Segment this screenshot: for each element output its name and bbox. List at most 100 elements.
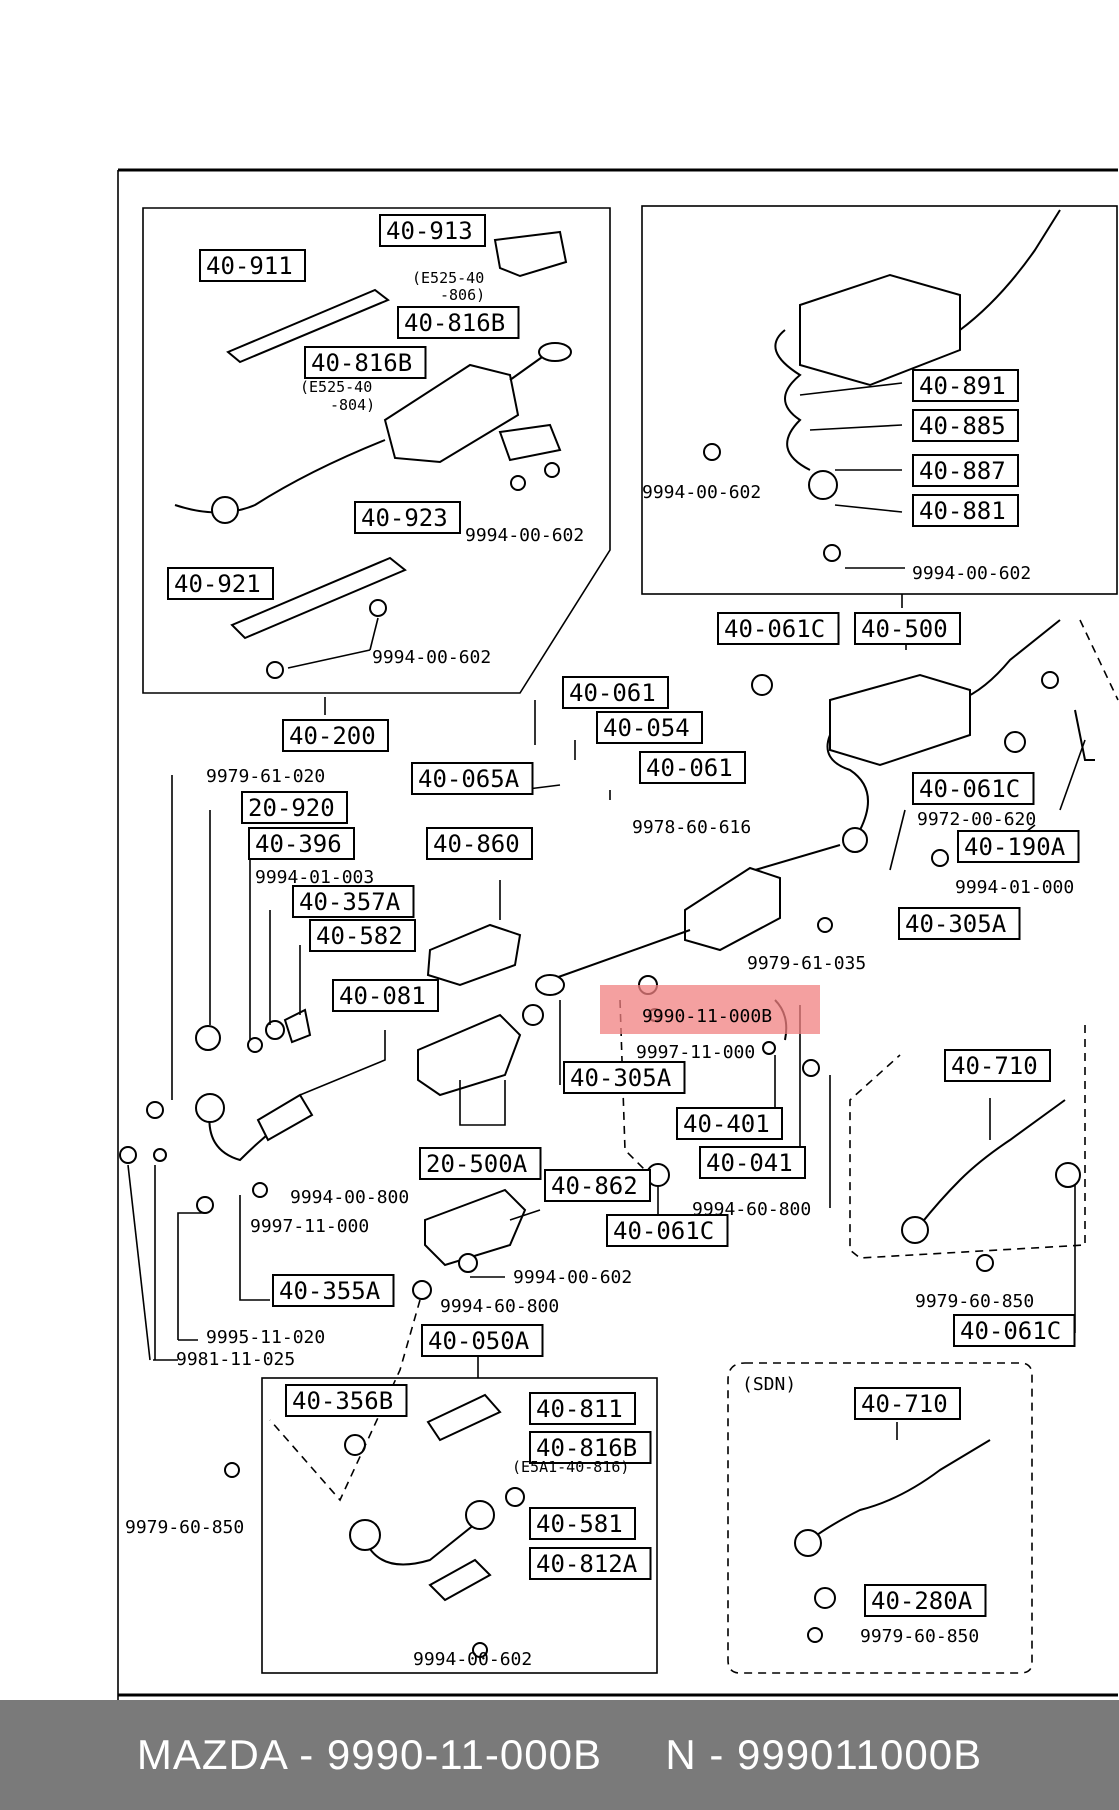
- part-label-text: 40-061: [569, 679, 656, 707]
- part-label-text: 40-581: [536, 1510, 623, 1538]
- part-label-frame: [379, 214, 486, 247]
- rubber-hanger-40-061C: [1055, 1162, 1081, 1188]
- part-label-frame: [912, 409, 1019, 442]
- spring-40-357A: [265, 1020, 285, 1040]
- nut-icon: [510, 475, 526, 491]
- part-label-box: 20-500A: [419, 1147, 542, 1180]
- part-label-box: 40-401: [676, 1107, 783, 1140]
- part-label-frame: [912, 494, 1019, 527]
- pipe-hanger-upper-right: [774, 329, 811, 471]
- part-label-frame: [596, 711, 703, 744]
- part-label-frame: [854, 612, 961, 645]
- part-label-frame: [285, 1384, 408, 1417]
- part-label-box: 40-280A: [864, 1584, 987, 1617]
- part-label-text: 40-190A: [964, 833, 1066, 861]
- part-label-frame: [717, 612, 840, 645]
- heat-shield-40-911: [226, 288, 390, 364]
- part-note: (E5A1-40-816): [512, 1458, 629, 1476]
- exhaust-system-diagram: 40-91340-91140-816B40-816B40-92340-92140…: [117, 168, 1119, 1700]
- flange-muffler-inlet: [842, 827, 868, 853]
- nut-icon: [823, 544, 841, 562]
- part-number-label: 9994-00-602: [513, 1267, 632, 1288]
- part-label-frame: [953, 1314, 1076, 1347]
- part-label-box: 40-811: [529, 1392, 636, 1425]
- part-label-text: 40-355A: [279, 1277, 381, 1305]
- part-label-box: 40-710: [854, 1387, 961, 1420]
- nut-icon: [472, 1642, 488, 1658]
- clamp-40-280A: [814, 1587, 836, 1609]
- catalytic-converter-20-500A: [417, 1013, 522, 1097]
- bolt-icon: [252, 1182, 268, 1198]
- leader-line: [834, 504, 903, 513]
- flange-upper-left-inlet: [211, 496, 239, 524]
- part-label-text: 40-921: [174, 570, 261, 598]
- nut-icon: [196, 1196, 214, 1214]
- rubber-hanger-40-061C: [751, 674, 773, 696]
- leader-line: [239, 1195, 270, 1301]
- part-label-frame: [304, 346, 427, 379]
- part-label-frame: [912, 369, 1019, 402]
- flange-40-050A: [349, 1519, 381, 1551]
- part-number-label: 9995-11-020: [206, 1327, 325, 1348]
- spring-40-582: [283, 1008, 312, 1044]
- part-number-label: 9994-60-800: [692, 1199, 811, 1220]
- catalytic-converter-40-862: [424, 1188, 527, 1267]
- part-label-text: 40-061: [646, 754, 733, 782]
- part-label-frame: [411, 762, 534, 795]
- leader-line: [287, 649, 371, 669]
- dashed-leader: [269, 1299, 421, 1502]
- part-label-box: 40-065A: [411, 762, 534, 795]
- part-label-box: 40-061C: [953, 1314, 1076, 1347]
- part-number-label: 9994-00-602: [912, 563, 1031, 584]
- bolt-icon: [976, 1254, 994, 1272]
- part-number-label: 9994-00-602: [642, 482, 761, 503]
- nut-icon: [931, 849, 949, 867]
- part-note: (E525-40: [412, 269, 484, 287]
- part-number-label: 9979-60-850: [125, 1517, 244, 1538]
- part-label-box: 40-355A: [272, 1274, 395, 1307]
- dashed-leader: [619, 999, 651, 1176]
- part-label-box: 40-923: [354, 501, 461, 534]
- part-number-label: 9979-61-020: [206, 766, 325, 787]
- part-label-box: 40-061: [562, 676, 669, 709]
- washer-40-396: [247, 1037, 263, 1053]
- part-label-box: 40-357A: [292, 885, 415, 918]
- part-label-box: 40-190A: [957, 830, 1080, 863]
- part-label-box: 40-305A: [563, 1061, 686, 1094]
- nut-icon: [703, 443, 721, 461]
- part-note: -804): [330, 396, 375, 414]
- gasket-40-581: [505, 1487, 525, 1507]
- part-label-box: 40-913: [379, 214, 486, 247]
- sdn-variant-box: [727, 1362, 1033, 1674]
- leader-line: [809, 424, 903, 431]
- leader-line: [1059, 739, 1086, 811]
- part-label-frame: [529, 1507, 636, 1540]
- highlight-9990-11-000B: [600, 985, 820, 1034]
- part-label-text: 40-881: [919, 497, 1006, 525]
- part-label-text: 20-500A: [426, 1150, 528, 1178]
- tailpipe-40-710: [919, 1099, 1066, 1226]
- part-label-frame: [529, 1392, 636, 1425]
- bolt-icon: [817, 917, 833, 933]
- part-label-frame: [854, 1387, 961, 1420]
- part-label-text: 40-200: [289, 722, 376, 750]
- part-label-box: 40-887: [912, 454, 1019, 487]
- part-label-box: 40-061C: [606, 1214, 729, 1247]
- part-label-text: 40-041: [706, 1149, 793, 1177]
- main-muffler: [829, 673, 971, 767]
- gasket-40-305A: [522, 1004, 544, 1026]
- part-label-frame: [332, 979, 439, 1012]
- part-number-label: 9994-00-602: [465, 525, 584, 546]
- part-label-text: 40-065A: [418, 765, 520, 793]
- part-label-text: 40-054: [603, 714, 690, 742]
- part-label-box: 40-860: [426, 827, 533, 860]
- part-label-frame: [309, 919, 416, 952]
- nut-icon: [544, 462, 560, 478]
- part-label-box: 40-816B: [397, 306, 520, 339]
- dashed-leader: [1079, 619, 1119, 701]
- part-label-box: 40-891: [912, 369, 1019, 402]
- muffler-upper-right: [799, 273, 961, 387]
- part-label-text: 40-356B: [292, 1387, 393, 1415]
- part-label-text: 40-860: [433, 830, 520, 858]
- part-label-box: 40-911: [199, 249, 306, 282]
